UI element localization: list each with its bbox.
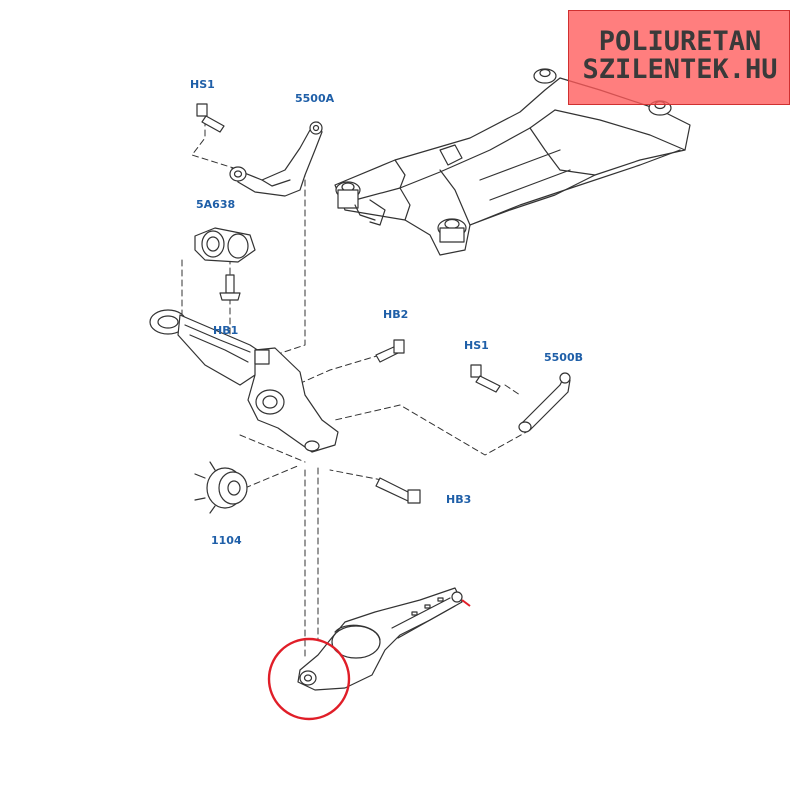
knuckle-trailing-arm [149, 309, 339, 453]
bolt-hb2 [375, 339, 405, 363]
label-hb1: HB1 [213, 324, 239, 337]
watermark-line-1: POLIURETAN [598, 26, 762, 57]
wheel-hub-1104 [194, 461, 248, 514]
label-hs1-top: HS1 [190, 78, 215, 91]
label-hs1-right: HS1 [464, 339, 489, 352]
lower-control-arm [297, 587, 463, 691]
lower-link-5500b [518, 372, 571, 433]
bolt-hs1-top [196, 103, 225, 133]
bolt-hb3 [375, 477, 421, 504]
label-hb3: HB3 [446, 493, 472, 506]
label-5500b: 5500B [544, 351, 583, 364]
bushing-5a638 [194, 227, 256, 263]
label-5500a: 5500A [295, 92, 335, 105]
watermark-banner: POLIURETAN SZILENTEK.HU [568, 10, 790, 105]
label-1104: 1104 [211, 534, 242, 547]
label-5a638: 5A638 [196, 198, 236, 211]
highlight-circle [267, 637, 351, 721]
watermark-line-2: SZILENTEK.HU [582, 54, 778, 85]
bolt-hs1-right [470, 364, 501, 393]
bolt-hb1 [219, 274, 241, 301]
label-hb2: HB2 [383, 308, 409, 321]
upper-arm-5500a [229, 121, 323, 197]
red-marker [461, 599, 471, 607]
